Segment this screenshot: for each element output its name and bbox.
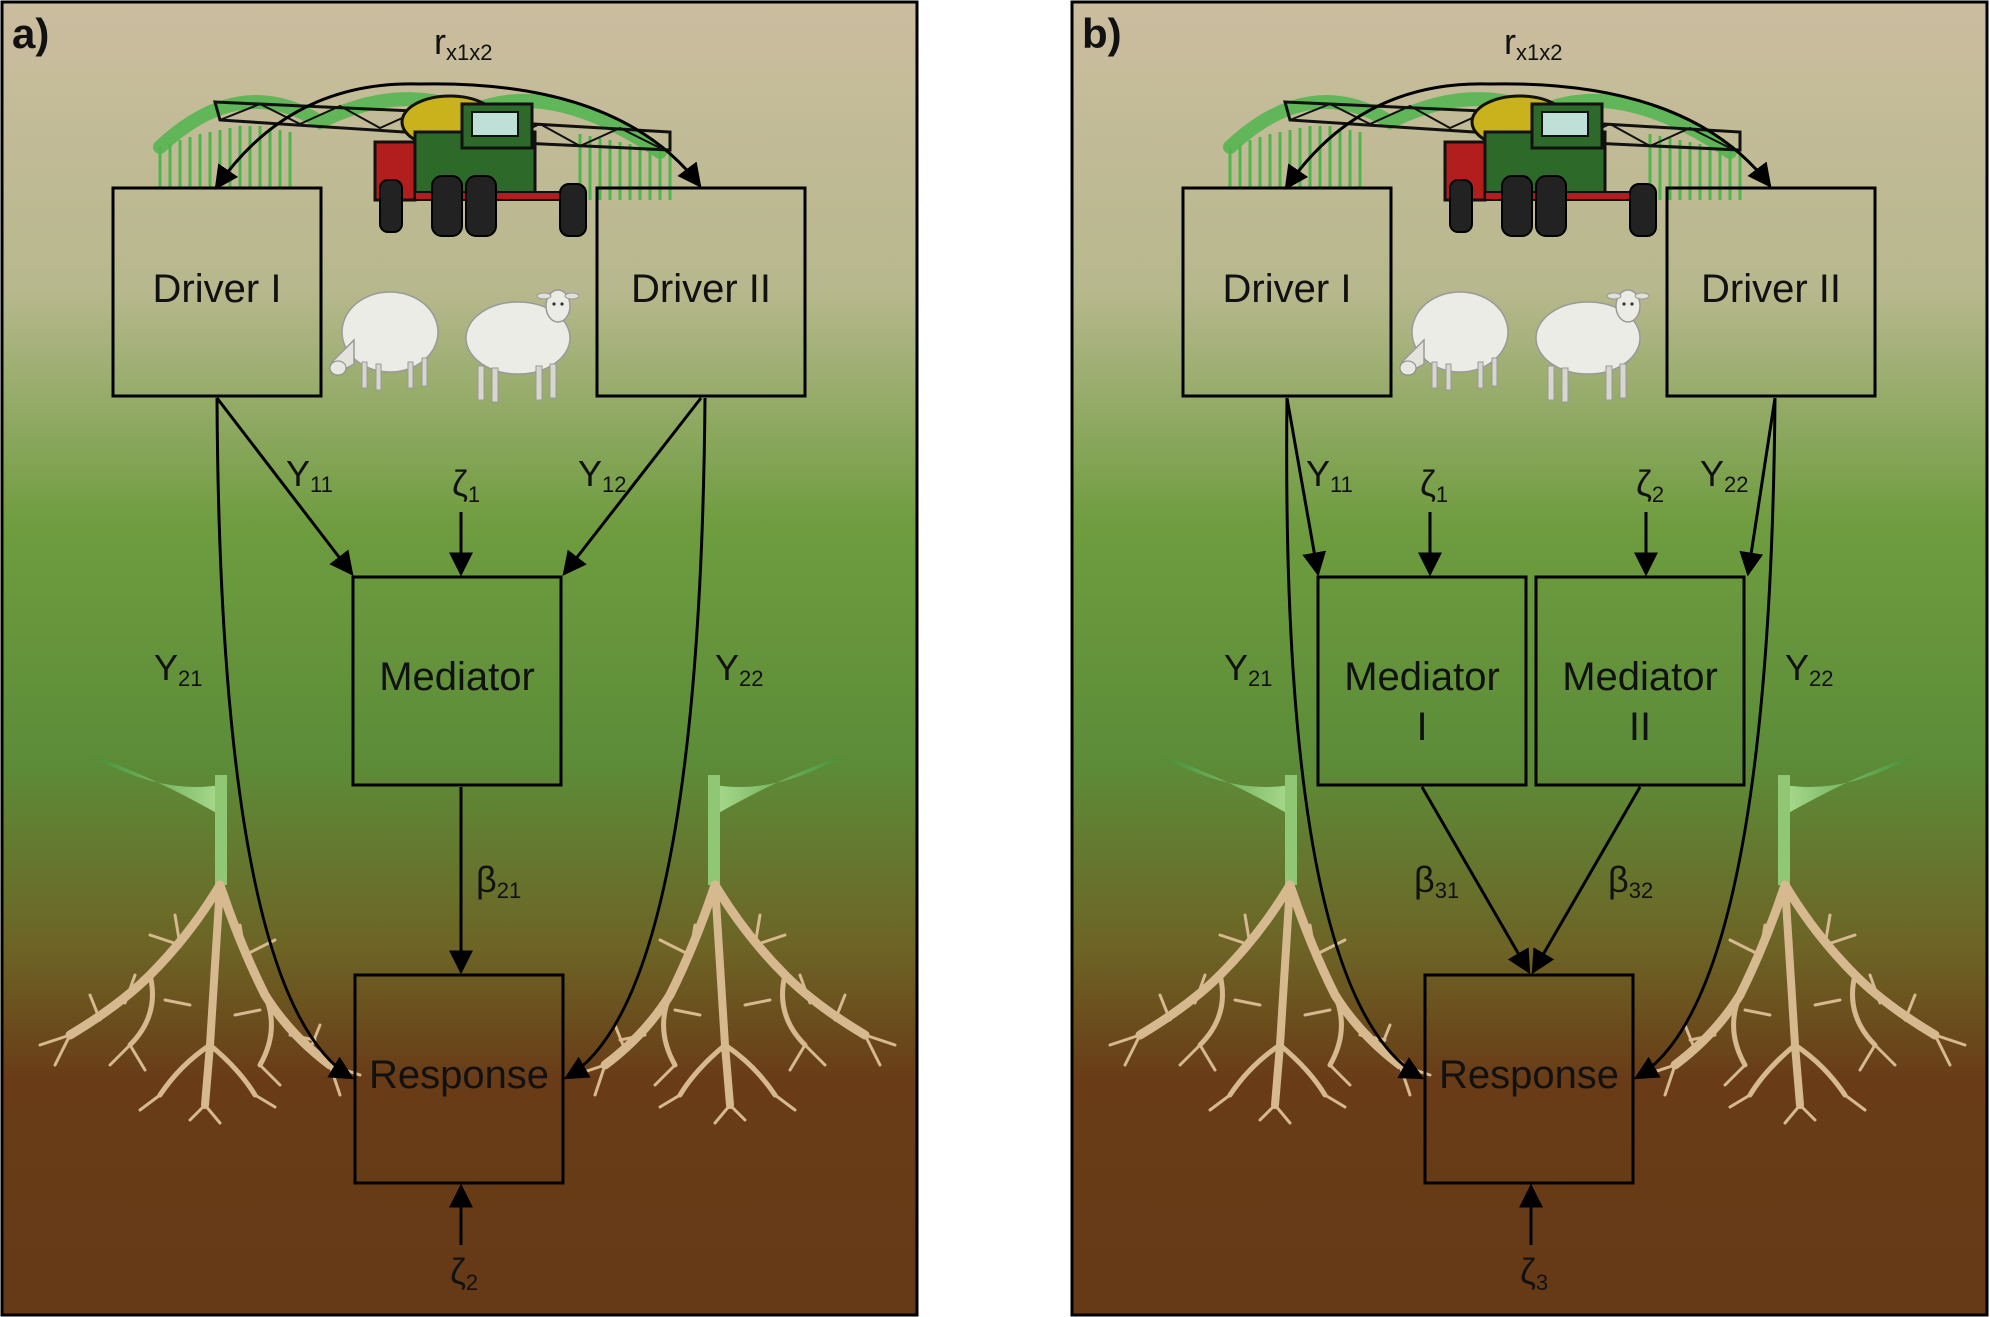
driver1-label: Driver I (1223, 267, 1352, 311)
coef-zeta3: ζ3 (1520, 1251, 1548, 1295)
coef-beta31: β31 (1414, 859, 1459, 903)
correlation-label: rx1x2 (1504, 21, 1562, 65)
mediator2-label-line1: Mediator (1562, 655, 1718, 699)
driver2-box (1665, 186, 1877, 398)
arrow-mediator2-response (1531, 786, 1642, 975)
coef-beta21: β21 (476, 859, 521, 903)
mediator1-label-line2: I (1416, 705, 1427, 749)
coef-gamma11: Y11 (1306, 453, 1353, 497)
mediator-box (351, 575, 563, 787)
driver1-box (1181, 186, 1393, 398)
mediator2-box (1534, 575, 1746, 787)
mediator1-label-line1: Mediator (1344, 655, 1500, 699)
coef-zeta1: ζ1 (452, 463, 480, 507)
driver2-label: Driver II (631, 267, 771, 311)
correlation-arrow-right (1489, 82, 1772, 188)
coef-zeta2: ζ2 (1636, 463, 1664, 507)
arrow-driver2-response (1633, 397, 1777, 1080)
arrow-driver1-response (215, 397, 355, 1080)
response-label: Response (1439, 1053, 1619, 1097)
arrow-mediator1-response (1420, 786, 1531, 975)
coef-zeta1: ζ1 (1420, 463, 1448, 507)
panel-b: b) rx1x2 Driver I Driver II Mediator I M… (1070, 0, 1989, 1317)
coef-gamma22: Y22 (1785, 647, 1834, 691)
coef-gamma12: Y12 (578, 453, 627, 497)
driver1-label: Driver I (153, 267, 282, 311)
correlation-arrow-left (1284, 82, 1491, 190)
correlation-arrow-right (419, 82, 702, 188)
arrow-driver2-mediator (562, 397, 703, 576)
correlation-label: rx1x2 (434, 21, 492, 65)
response-box (1423, 973, 1635, 1185)
arrow-driver2-response (563, 397, 707, 1080)
arrow-driver1-mediator (215, 397, 354, 576)
correlation-arrow-left (214, 82, 421, 190)
coef-gamma21: Y21 (154, 647, 203, 691)
panel-a-letter: a) (12, 10, 49, 57)
driver1-box (111, 186, 323, 398)
mediator2-label-line2: II (1629, 705, 1651, 749)
driver2-box (595, 186, 807, 398)
arrow-driver1-mediator1 (1285, 397, 1327, 577)
driver2-label: Driver II (1701, 267, 1841, 311)
mediator-label: Mediator (379, 655, 535, 699)
arrow-driver2-mediator2 (1739, 397, 1777, 577)
mediator1-box (1316, 575, 1528, 787)
panel-b-letter: b) (1082, 10, 1122, 57)
coef-gamma22: Y22 (715, 647, 764, 691)
coef-zeta2: ζ2 (450, 1251, 478, 1295)
coef-gamma21: Y21 (1224, 647, 1273, 691)
panel-a: a) rx1x2 Driver I Driver II Mediator Res… (0, 0, 919, 1317)
response-box (353, 973, 565, 1185)
coef-gamma11: Y11 (286, 453, 333, 497)
response-label: Response (369, 1053, 549, 1097)
coef-beta32: β32 (1608, 859, 1653, 903)
arrow-driver1-response (1285, 397, 1425, 1080)
coef-gamma22-top: Y22 (1700, 453, 1749, 497)
